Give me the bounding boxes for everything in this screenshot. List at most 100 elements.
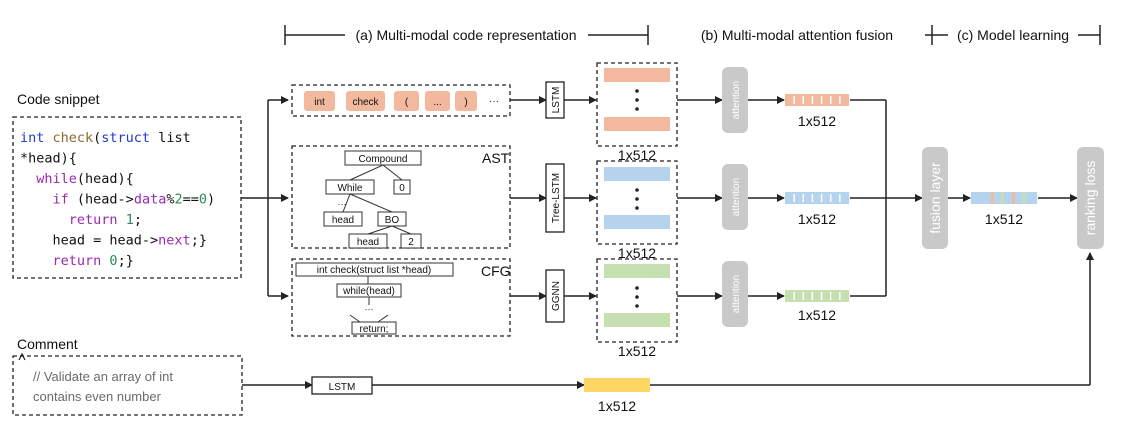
attention-token: attention xyxy=(722,67,748,133)
cfg-attention-vector xyxy=(785,290,849,302)
token-ellipsis xyxy=(425,91,450,111)
comment-line-2: contains even number xyxy=(33,389,162,404)
fusion-merge-lines xyxy=(850,99,923,297)
cfg-dots: ··· xyxy=(365,304,374,314)
attention-cfg-label: attention xyxy=(731,275,742,313)
ast-node-zero-label: 0 xyxy=(399,183,405,194)
cfg-node-entry-label: int check(struct list *head) xyxy=(317,265,432,276)
token-more-dots: ··· xyxy=(489,96,499,107)
token-hidden-states: 1x512 xyxy=(596,62,678,163)
cfg-label: CFG xyxy=(481,263,511,279)
encoder-ggnn-label: GGNN xyxy=(551,281,562,311)
ast-hidden-dim: 1x512 xyxy=(618,245,656,261)
fused-vector-stripe xyxy=(1022,192,1026,204)
cfg-node-return xyxy=(351,321,397,335)
code-line: int check(struct list xyxy=(20,130,191,146)
cfg-graph: int check(struct list *head) while(head)… xyxy=(295,262,454,335)
cfg-attention-dim: 1x512 xyxy=(798,307,836,323)
comment-to-loss-line xyxy=(650,252,1094,386)
code-line: while(head){ xyxy=(20,171,134,187)
cfg-node-entry xyxy=(295,262,454,277)
code-line: return 1; xyxy=(20,212,142,228)
token-sequence: int check ( ... ) ··· xyxy=(304,91,499,111)
token-attention-vector-bar xyxy=(785,94,849,106)
comment-vector-dim: 1x512 xyxy=(598,398,636,414)
cfg-hidden-states: 1x512 xyxy=(596,258,678,359)
attention-ast-label: attention xyxy=(731,178,742,216)
token-attention-dim: 1x512 xyxy=(798,113,836,129)
ast-attention-dim: 1x512 xyxy=(798,211,836,227)
ranking-loss: ranking loss xyxy=(1077,147,1104,249)
ast-hidden-states: 1x512 xyxy=(596,160,678,261)
header-c-label: (c) Model learning xyxy=(957,27,1069,43)
ast-node-while xyxy=(325,179,375,195)
encoder-ggnn: GGNN xyxy=(545,269,565,323)
attention-cfg: attention xyxy=(722,261,748,327)
fused-vector-bar xyxy=(971,192,1037,204)
ast-node-bo-label: BO xyxy=(385,215,400,226)
header-a-label: (a) Multi-modal code representation xyxy=(356,27,577,43)
ast-node-head-2 xyxy=(348,233,388,249)
comment-box xyxy=(12,355,243,416)
header-b-label: (b) Multi-modal attention fusion xyxy=(701,27,893,43)
cfg-node-return-label: return; xyxy=(360,324,389,335)
cfg-hidden-dim: 1x512 xyxy=(618,343,656,359)
fused-vector-stripe xyxy=(1000,192,1004,204)
ast-node-while-label: While xyxy=(337,183,362,194)
encoder-tree-lstm: Tree-LSTM xyxy=(545,163,565,233)
token-check-label: check xyxy=(352,97,379,108)
section-header-b: (b) Multi-modal attention fusion xyxy=(701,25,948,45)
token-hidden-dim: 1x512 xyxy=(618,147,656,163)
ast-tree: Compound While 0 ··· head BO head 2 xyxy=(323,150,422,249)
code-branch-lines xyxy=(241,96,289,300)
code-line: return 0;} xyxy=(20,253,134,269)
encoder-lstm-label: LSTM xyxy=(551,87,562,114)
fused-vector-stripe xyxy=(990,192,994,204)
ast-node-two xyxy=(400,233,422,249)
token-paren-open xyxy=(394,91,419,111)
ast-label: AST xyxy=(482,150,510,166)
fused-vector-stripe xyxy=(1011,192,1015,204)
fused-vector xyxy=(971,192,1037,204)
ast-node-head-1-label: head xyxy=(332,215,354,226)
encoder-tree-lstm-label: Tree-LSTM xyxy=(551,173,562,223)
fusion-layer-label: fusion layer xyxy=(927,162,943,234)
comment-vector xyxy=(584,378,650,392)
token-int xyxy=(304,91,335,111)
attention-ast: attention xyxy=(722,164,748,230)
cfg-attention-vector-bar xyxy=(785,290,849,302)
ast-attention-vector-bar xyxy=(785,192,849,204)
ast-node-two-label: 2 xyxy=(408,237,414,248)
ranking-loss-label: ranking loss xyxy=(1082,161,1098,236)
code-snippet-title: Code snippet xyxy=(17,91,100,107)
ast-attention-vector xyxy=(785,192,849,204)
cfg-node-while-label: while(head) xyxy=(342,286,395,297)
ast-node-zero xyxy=(393,179,411,195)
cfg-box xyxy=(291,258,511,337)
comment-encoder-lstm: LSTM xyxy=(311,376,373,395)
ast-node-head-1 xyxy=(323,211,363,227)
fusion-layer: fusion layer xyxy=(922,147,948,249)
ast-node-compound xyxy=(344,150,422,166)
token-check xyxy=(346,91,385,111)
section-header-c: (c) Model learning xyxy=(957,25,1101,45)
comment-title: Comment xyxy=(17,336,78,352)
token-int-label: int xyxy=(314,97,325,108)
code-line: *head){ xyxy=(20,151,77,167)
token-ellipsis-label: ... xyxy=(433,97,441,108)
token-paren-close-label: ) xyxy=(464,97,467,108)
ast-node-head-2-label: head xyxy=(357,237,379,248)
attention-token-label: attention xyxy=(731,81,742,119)
code-snippet-lines: int check(struct list *head){ while(head)… xyxy=(20,130,215,269)
ast-node-compound-label: Compound xyxy=(359,154,408,165)
ast-dots: ··· xyxy=(338,199,347,209)
code-line: if (head->data%2==0) xyxy=(20,192,215,208)
comment-line-1: // Validate an array of int xyxy=(33,369,173,384)
fused-vector-dim: 1x512 xyxy=(985,211,1023,227)
encoder-lstm: LSTM xyxy=(545,81,565,119)
ast-node-bo xyxy=(377,211,407,227)
token-paren-close xyxy=(455,91,477,111)
token-attention-vector xyxy=(785,94,849,106)
comment-encoder-lstm-label: LSTM xyxy=(329,382,356,393)
